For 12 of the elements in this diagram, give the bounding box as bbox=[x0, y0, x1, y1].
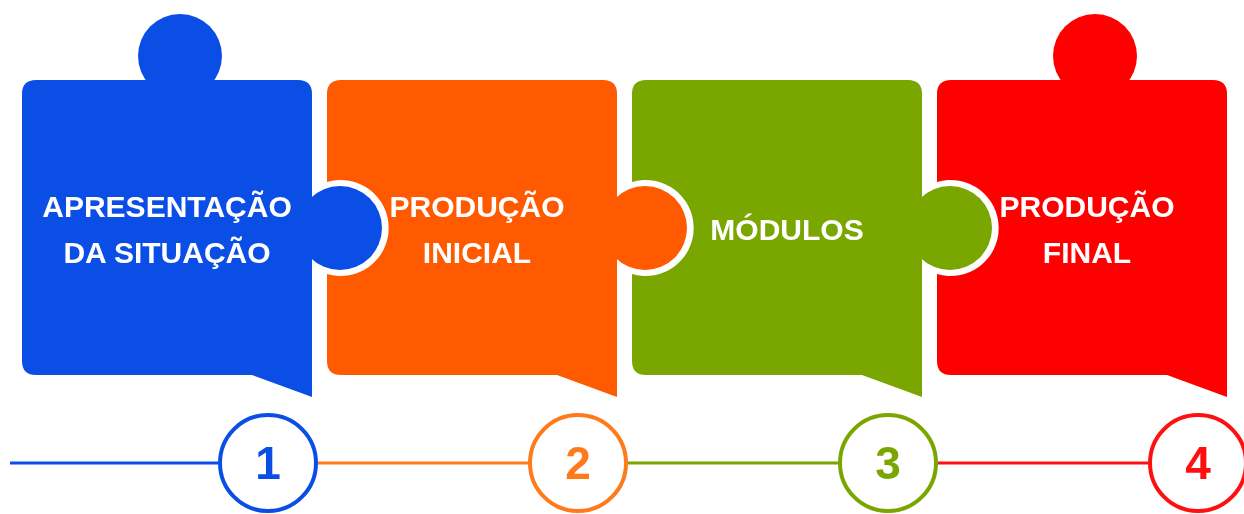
connector-line bbox=[318, 461, 528, 465]
step-title: PRODUÇÃO FINAL bbox=[998, 189, 1176, 271]
connector-line bbox=[10, 461, 218, 465]
step-title: APRESENTAÇÃO DA SITUAÇÃO bbox=[41, 189, 293, 271]
step-number-circle: 2 bbox=[528, 413, 628, 513]
step-title: MÓDULOS bbox=[709, 212, 865, 248]
step-number-circle: 4 bbox=[1148, 413, 1244, 513]
step-number-circle: 3 bbox=[838, 413, 938, 513]
connector-line bbox=[938, 461, 1148, 465]
connector-line bbox=[628, 461, 838, 465]
step-title: PRODUÇÃO INICIAL bbox=[388, 189, 566, 271]
step-number-circle: 1 bbox=[218, 413, 318, 513]
